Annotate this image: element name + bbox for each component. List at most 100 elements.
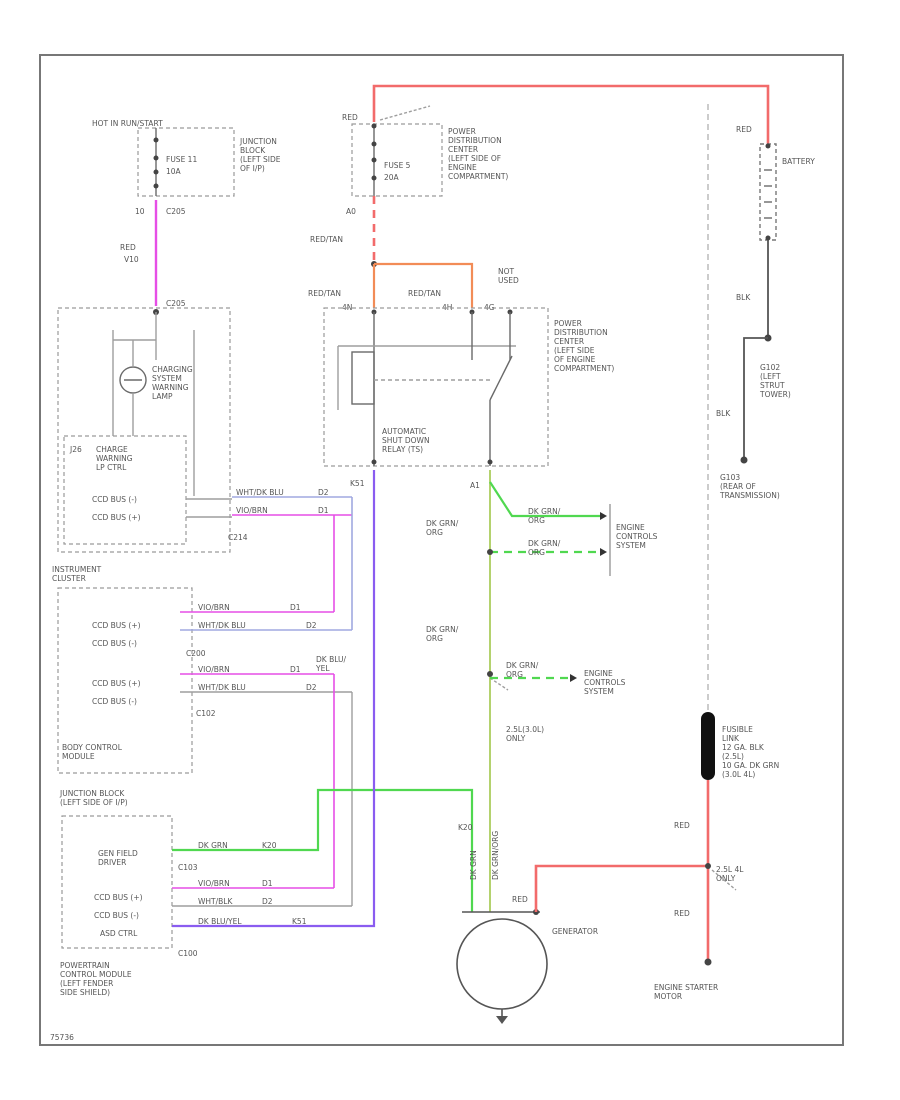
battery-label: BATTERY — [782, 157, 815, 166]
wire-red-left: RED — [120, 243, 136, 252]
fuse5-node-mid — [371, 141, 377, 147]
wire-dk-blu-yel: DK BLU/YEL — [198, 917, 242, 926]
generator-icon — [456, 918, 548, 1010]
red-right-3-label: RED — [674, 909, 690, 918]
battery-neg-terminal — [765, 235, 771, 241]
ccd-bus-minus-4: CCD BUS (-) — [94, 911, 139, 920]
fuse11-node-low — [153, 169, 159, 175]
engine-controls-green-wire — [489, 481, 600, 518]
pin-k51: K51 — [350, 479, 365, 488]
wire-vio-brn-2: VIO/BRN — [198, 603, 230, 612]
red-right-2-label: RED — [674, 821, 690, 830]
ground-icon — [496, 1016, 508, 1024]
connector-c205-2: C205 — [166, 299, 186, 308]
wire-wht-blu-1-code: D2 — [318, 488, 329, 497]
connector-c214: C214 — [228, 533, 248, 542]
genfield-green-wire — [172, 788, 474, 912]
wire-wht-blu-4-code: D2 — [262, 897, 273, 906]
dk-grn-org-2: DK GRN/ORG — [426, 519, 459, 537]
fuse11-label: FUSE 11 — [166, 155, 197, 164]
instrument-cluster-box — [57, 307, 231, 553]
red-right-label: RED — [736, 125, 752, 134]
wire-wht-blu-2-code: D2 — [306, 621, 317, 630]
hot-run-label: HOT IN RUN/START — [92, 119, 163, 128]
wire-dkgrn-vertical-2: DK GRN/ORG — [491, 831, 500, 880]
connector-c200: C200 — [186, 649, 206, 658]
wire-wht-blu-4: WHT/BLK — [198, 897, 233, 906]
starter-terminal — [704, 958, 712, 966]
asd-ctrl-label: ASD CTRL — [100, 929, 138, 938]
wire-dk-grn-1: DK GRN — [198, 841, 228, 850]
red-tan-label-2: RED/TAN — [308, 289, 341, 298]
dk-grn-org-3: DK GRN/ORG — [528, 539, 561, 557]
wire-dk-blu-yel-code: K51 — [292, 917, 307, 926]
fuse5-label: FUSE 5 — [384, 161, 411, 170]
wire-vio-brn-4: VIO/BRN — [198, 879, 230, 888]
wire-vio-brn-1: VIO/BRN — [236, 506, 268, 515]
junction-block-2-title: JUNCTION BLOCK(LEFT SIDE OF I/P) — [59, 789, 128, 807]
wire-vio-brn-1-code: D1 — [318, 506, 329, 515]
connector-c103: C103 — [178, 863, 198, 872]
ccd-bus-plus-3: CCD BUS (+) — [92, 679, 141, 688]
arrow-icon — [600, 512, 607, 520]
battery-icon — [759, 143, 777, 241]
wire-wht-blu-1: WHT/DK BLU — [236, 488, 284, 497]
wire-dk-grn-1-code: K20 — [262, 841, 277, 850]
option-dashed-link — [489, 677, 509, 691]
relay-switch-arm — [489, 355, 513, 401]
asd-splice-2 — [487, 671, 493, 677]
connector-c100: C100 — [178, 949, 198, 958]
k20-label: K20 — [458, 823, 473, 832]
fuse5-node-top — [371, 123, 377, 129]
relay-coil-icon — [351, 351, 375, 405]
battery-pos-terminal — [765, 143, 771, 149]
red-tan-pin-3: 4G — [484, 303, 495, 312]
arrow-icon — [600, 548, 607, 556]
ccd-bus-plus-1: CCD BUS (+) — [92, 513, 141, 522]
pdc-fuse-box — [351, 123, 443, 197]
red-tan-pin-2: 4H — [442, 303, 452, 312]
two-slc-only: 2.5L(3.0L)ONLY — [506, 725, 544, 743]
pin-a0: A0 — [346, 207, 356, 216]
fusible-link-icon — [701, 712, 715, 780]
relay-pin-a1 — [487, 459, 493, 465]
option-link-2 — [711, 869, 737, 891]
battery-red-wire-top — [372, 84, 770, 144]
generator-red-wire — [534, 864, 708, 912]
generator-label: GENERATOR — [552, 927, 598, 936]
red-top-label: RED — [342, 113, 358, 122]
wire-vio-brn-3: VIO/BRN — [198, 665, 230, 674]
connector-c205: C205 — [166, 207, 186, 216]
wire-vio-brn-4-code: D1 — [262, 879, 273, 888]
wire-code-v10: V10 — [124, 255, 139, 264]
wire-dkgrn-vertical-1: DK GRN — [469, 850, 478, 880]
fuse11-node-bottom — [153, 183, 159, 189]
body-control-box — [57, 587, 193, 774]
pcm-box — [61, 815, 173, 949]
charge-ctrl-pin: J26 — [69, 445, 82, 454]
ccd-bus-minus-1: CCD BUS (-) — [92, 495, 137, 504]
pin-10: 10 — [135, 207, 145, 216]
fuse11-node-top — [153, 137, 159, 143]
red-gen-label: RED — [512, 895, 528, 904]
fuse5-dashed-link — [379, 105, 431, 121]
g103-ground-wire — [743, 337, 768, 460]
fuse11-node-mid — [153, 155, 159, 161]
ccd-bus-minus-3: CCD BUS (-) — [92, 697, 137, 706]
